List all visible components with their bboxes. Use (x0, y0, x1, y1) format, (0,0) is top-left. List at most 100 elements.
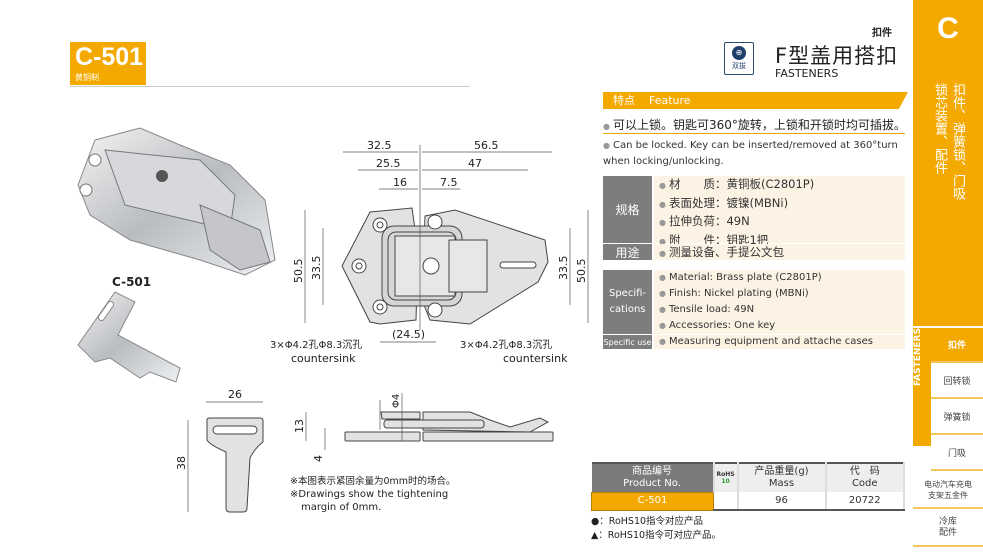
rohs-note: ●：RoHS10指令对应产品 (591, 513, 703, 527)
cell-mass: 96 (737, 492, 827, 511)
spec-cn-text: 材 质：黄铜板(C2801P) (668, 177, 815, 191)
sidebar-item-fasteners[interactable]: 扣件 (931, 328, 983, 363)
icon-label: 双拔 (732, 62, 746, 70)
key-photo (77, 291, 181, 383)
double-pull-icon: ⊕双拔 (724, 42, 754, 75)
side-dim-4: 4 (312, 455, 325, 462)
dim-32-5: 32.5 (367, 139, 392, 152)
rohs-note: ▲：RoHS10指令可对应产品。 (591, 527, 721, 541)
spec-en-label: Specifi-cations (603, 270, 652, 334)
rohs-note-text: ●：RoHS10指令对应产品 (591, 516, 704, 527)
spec-cn-item: ●拉伸负荷：49N (659, 214, 750, 228)
dim-56-5: 56.5 (474, 139, 499, 152)
feature-text-cn: ●可以上锁。钥匙可360°旋转，上锁和开锁时均可插拔。 (603, 116, 906, 133)
spec-en-item: ●Tensile load: 49N (659, 304, 755, 315)
dim-50-5-right: 50.5 (575, 259, 588, 284)
spec-cn-text: 附 件：钥匙1把 (668, 232, 769, 247)
dim-7-5: 7.5 (440, 176, 458, 189)
dim-47: 47 (468, 157, 482, 170)
product-code-badge: C-501 黄铜制 (70, 42, 146, 85)
spec-en-text: Material: Brass plate (C2801P) (668, 272, 822, 283)
use-en: Specific use ●Measuring equipment and at… (603, 335, 905, 349)
sidebar-item-ev-charging[interactable]: 电动汽车充电支架五金件 (913, 473, 983, 509)
header-mass: 产品重量(g)Mass (737, 462, 827, 492)
dim-24-5: (24.5) (392, 328, 425, 341)
dim-33-5-right: 33.5 (557, 256, 570, 281)
cell-product: C-501 (591, 491, 714, 511)
use-cn-text: 测量设备、手提公文包 (668, 245, 784, 259)
spec-cn-item: ●表面处理：镀镍(MBNi) (659, 195, 789, 210)
divider (70, 86, 470, 87)
cell-code: 20722 (825, 492, 905, 511)
spec-en: Specifi-cations ●Material: Brass plate (… (603, 270, 905, 334)
section-desc-1: 扣件、弹簧锁、门吸 (950, 83, 965, 200)
hole-note-right: 3×Φ4.2孔Φ8.3沉孔 (460, 338, 552, 351)
spec-cn: 规格 ●材 质：黄铜板(C2801P) ●表面处理：镀镍(MBNi) ●拉伸负荷… (603, 176, 905, 247)
sidebar-item-door-stop[interactable]: 门吸 (931, 436, 983, 471)
section-letter: C (937, 12, 959, 45)
use-cn: 用途 ●测量设备、手提公文包 (603, 244, 905, 260)
header-product-en: Product No. (623, 477, 681, 489)
sidebar-section-tab[interactable]: C 扣件、弹簧锁、门吸 锁芯装置、配件 (913, 0, 983, 326)
latch-photo (77, 127, 276, 276)
header-code-en: Code (851, 478, 878, 489)
spec-en-text: Tensile load: 49N (668, 304, 755, 315)
feature-label-en: Feature (649, 94, 691, 107)
header-mass-cn: 产品重量(g) (754, 466, 809, 477)
key-height-dim: 38 (175, 456, 188, 470)
table-row: C-501 96 20722 (591, 491, 905, 511)
section-name: FASTENERS (913, 328, 931, 446)
feature-en: Can be locked. Key can be inserted/remov… (603, 140, 898, 167)
spec-cn-item: ●附 件：钥匙1把 (659, 232, 769, 247)
spec-cn-list: ●材 质：黄铜板(C2801P) ●表面处理：镀镍(MBNi) ●拉伸负荷：49… (654, 176, 905, 247)
use-cn-label: 用途 (603, 244, 652, 260)
dimension-lines (304, 145, 589, 430)
cell-rohs (713, 492, 739, 511)
top-view-drawing (341, 207, 549, 325)
drawing-note-en-2: margin of 0mm. (301, 502, 381, 513)
side-dim-13: 13 (293, 419, 306, 433)
spec-en-item: ●Finish: Nickel plating (MBNi) (659, 288, 809, 299)
dim-25-5: 25.5 (376, 157, 401, 170)
dim-33-5-left: 33.5 (310, 256, 323, 281)
photo-caption: C-501 (112, 275, 151, 289)
feature-header: 特点 Feature (603, 92, 908, 109)
rohs-note-text: ▲：RoHS10指令可对应产品。 (591, 530, 722, 541)
dim-16: 16 (393, 176, 407, 189)
bullet-icon: ● (603, 141, 610, 150)
side-dim-phi4: Φ4 (391, 394, 402, 408)
side-view-drawing (344, 411, 554, 442)
spec-cn-label: 规格 (603, 176, 652, 243)
hole-note-left-en: countersink (291, 352, 356, 365)
spec-en-list: ●Material: Brass plate (C2801P) ●Finish:… (654, 270, 905, 334)
product-code: C-501 (75, 43, 144, 71)
sidebar-item-rotary-lock[interactable]: 回转锁 (931, 364, 983, 399)
spec-cn-text: 拉伸负荷：49N (668, 214, 750, 228)
feature-text-en: ●Can be locked. Key can be inserted/remo… (603, 138, 903, 170)
use-en-label: Specific use (603, 335, 652, 349)
divider (603, 133, 905, 134)
header-rohs-10: 10 (721, 478, 730, 485)
category-label: 扣件 (872, 28, 892, 39)
spec-en-item: ●Material: Brass plate (C2801P) (659, 272, 822, 283)
header-code-cn: 代 码 (849, 466, 880, 477)
page-title: F型盖用搭扣 (775, 44, 899, 68)
feature-label-cn: 特点 (613, 94, 635, 107)
header-product-cn: 商品编号 (632, 465, 672, 477)
spec-cn-text: 表面处理：镀镍(MBNi) (668, 195, 789, 210)
spec-en-item: ●Accessories: One key (659, 320, 776, 331)
sidebar-item-spring-lock[interactable]: 弹簧锁 (931, 400, 983, 435)
key-drawing (187, 401, 264, 513)
sidebar-item-cold-storage[interactable]: 冷库配件 (913, 511, 983, 547)
dim-50-5-left: 50.5 (292, 259, 305, 284)
header-mass-en: Mass (768, 478, 795, 489)
hole-note-right-en: countersink (503, 352, 568, 365)
section-desc-2: 锁芯装置、配件 (932, 83, 947, 174)
use-cn-body: ●测量设备、手提公文包 (654, 244, 905, 260)
use-en-body: ●Measuring equipment and attache cases (654, 335, 905, 349)
